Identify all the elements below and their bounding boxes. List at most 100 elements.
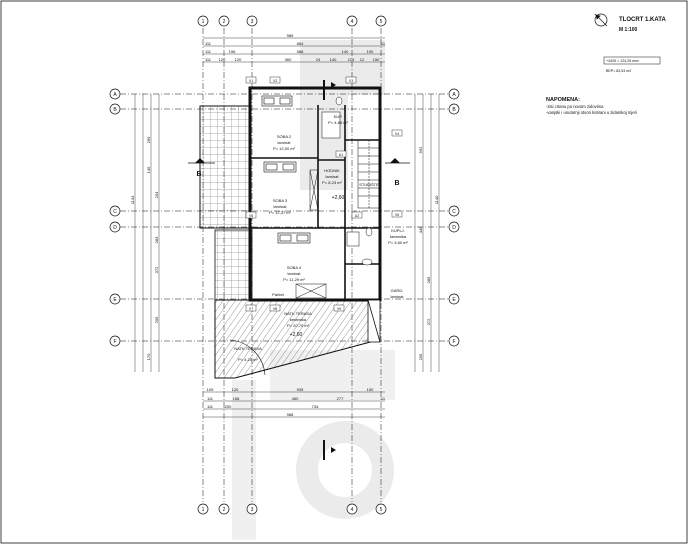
dim-top-r4-1: 120 bbox=[219, 57, 226, 62]
axis-5-bottom: 5 bbox=[380, 507, 383, 513]
axis-2-bottom: 2 bbox=[223, 507, 226, 513]
room-kup2-name: KUPLJ. bbox=[391, 228, 405, 233]
dim-bot-r2-0: 111 bbox=[207, 396, 214, 401]
dim-right-4: 205 bbox=[418, 353, 423, 360]
tag-v8: V8 bbox=[273, 307, 277, 311]
dim-top-r4-0: 111 bbox=[205, 57, 212, 62]
dim-top-r3-2: 588 bbox=[297, 49, 304, 54]
dim-left-0: 299 bbox=[146, 136, 151, 143]
tag-u1: U1 bbox=[339, 153, 344, 157]
room-soba3-name: SOBA 3 bbox=[273, 198, 288, 203]
room-kup2-floor: keramika bbox=[390, 234, 407, 239]
axis-4-top: 4 bbox=[351, 19, 354, 25]
dim-top-r3-3: 140 bbox=[342, 49, 349, 54]
dim-top-r4-7: 12 bbox=[360, 57, 365, 62]
axis-bubbles-top bbox=[197, 15, 387, 515]
room-soba4-area: P= 11,29 m² bbox=[283, 277, 305, 282]
axis-f-left: F bbox=[113, 339, 116, 345]
area-note: BEP= 83,53 m2 bbox=[606, 69, 631, 73]
dim-top-r4-2: 120 bbox=[235, 57, 242, 62]
axis-a-right: A bbox=[452, 92, 456, 98]
bed-soba2 bbox=[261, 95, 293, 107]
dim-top-r3-1: 196 bbox=[229, 49, 236, 54]
dim-bot-r3-2: 734 bbox=[312, 404, 319, 409]
axis-b-right: B bbox=[452, 107, 456, 113]
dim-top-r4-6: 114 bbox=[348, 57, 355, 62]
dim-top-r4-5: 140 bbox=[330, 57, 337, 62]
dim-top-r4-4: 24 bbox=[316, 57, 321, 62]
dim-bot-r1-0: 109 bbox=[207, 387, 214, 392]
room-terasa-area: P= 20,70 m² bbox=[287, 323, 310, 328]
level-terrace: +2,60 bbox=[290, 332, 303, 338]
dim-top-r2-1: 864 bbox=[297, 41, 304, 46]
dim-bot-r1-1: 120 bbox=[232, 387, 239, 392]
dim-bot-total: 968 bbox=[287, 412, 294, 417]
bed-soba4 bbox=[277, 232, 311, 244]
room-soba4-name: SOBA 4 bbox=[287, 265, 302, 270]
dim-bot-r1-2: 935 bbox=[297, 387, 304, 392]
north-arrow-icon bbox=[594, 13, 608, 27]
room-kup1-area: P= 4,88 m² bbox=[328, 120, 348, 125]
room-soba2-area: P= 12,00 m² bbox=[273, 146, 296, 151]
right-dimensions bbox=[414, 94, 440, 372]
label-parket: Parket bbox=[272, 292, 284, 297]
axis-bubbles-side bbox=[109, 88, 460, 347]
axis-3-bottom: 3 bbox=[251, 507, 254, 513]
bed-soba3 bbox=[263, 161, 297, 173]
dim-top-r3-0: 111 bbox=[205, 49, 212, 54]
axis-e-right: E bbox=[452, 297, 456, 303]
room-hodnik-area: P= 8,23 m² bbox=[322, 180, 342, 185]
level-box bbox=[603, 56, 661, 65]
bottom-dimensions bbox=[203, 391, 385, 418]
opening-tags bbox=[245, 76, 403, 312]
axis-c-left: C bbox=[113, 209, 117, 215]
room-hodnik-name: HODNIK bbox=[324, 168, 340, 173]
axis-5-top: 5 bbox=[380, 19, 383, 25]
level-note: +4425 = 124,25 mnv bbox=[606, 59, 639, 63]
left-balcony bbox=[199, 105, 251, 229]
level-hall: +2,60 bbox=[332, 195, 345, 201]
tag-v7: V7 bbox=[249, 307, 253, 311]
axis-a-left: A bbox=[113, 92, 117, 98]
notes-line1: -zisi crtanu po novom zidovima bbox=[546, 104, 604, 109]
room-kup2-area: P= 3,60 m² bbox=[388, 240, 408, 245]
dim-left-total: 1134 bbox=[130, 195, 135, 204]
tag-v5: V5 bbox=[249, 214, 253, 218]
dim-left-6: 170 bbox=[146, 353, 151, 360]
dim-top-r4-3: 360 bbox=[285, 57, 292, 62]
dim-right-3: 372 bbox=[426, 318, 431, 325]
axis-d-right: D bbox=[452, 225, 456, 231]
dim-bot-r3-1: 200 bbox=[225, 404, 232, 409]
section-mark-left bbox=[188, 158, 215, 164]
dim-top-r2-0: 111 bbox=[205, 41, 212, 46]
dim-right-total: 1140 bbox=[434, 195, 439, 204]
bathroom-fixtures bbox=[321, 96, 373, 266]
axis-4-bottom: 4 bbox=[351, 507, 354, 513]
room-soba3-area: P= 12,37 m² bbox=[269, 210, 292, 215]
axis-2-top: 2 bbox=[223, 19, 226, 25]
top-dimensions bbox=[203, 37, 385, 63]
section-b-left: B bbox=[196, 171, 201, 178]
dim-left-1: 145 bbox=[146, 166, 151, 173]
tag-v2: V2 bbox=[273, 79, 277, 83]
lower-left-terrace bbox=[214, 229, 253, 301]
dim-right-2: 285 bbox=[426, 276, 431, 283]
axis-1-top: 1 bbox=[202, 19, 205, 25]
axis-1-bottom: 1 bbox=[202, 507, 205, 513]
dim-bot-r3-0: 111 bbox=[207, 404, 214, 409]
dim-right-1: 445 bbox=[418, 226, 423, 233]
axis-3-top: 3 bbox=[251, 19, 254, 25]
left-dimensions bbox=[134, 94, 160, 372]
axis-b-left: B bbox=[113, 107, 117, 113]
tag-v4: V4 bbox=[395, 132, 399, 136]
section-mark-right bbox=[385, 158, 410, 164]
notes-line2: -vanjski i unutarnji otvori kotirani u z… bbox=[546, 110, 637, 115]
tag-v6: V6 bbox=[395, 213, 399, 217]
dim-bot-r2-3: 277 bbox=[337, 396, 344, 401]
stairs bbox=[357, 139, 381, 209]
room-hodnik-floor: laminat bbox=[326, 174, 340, 179]
tag-u2: U2 bbox=[355, 214, 360, 218]
room-soba3-floor: laminat bbox=[274, 204, 288, 209]
